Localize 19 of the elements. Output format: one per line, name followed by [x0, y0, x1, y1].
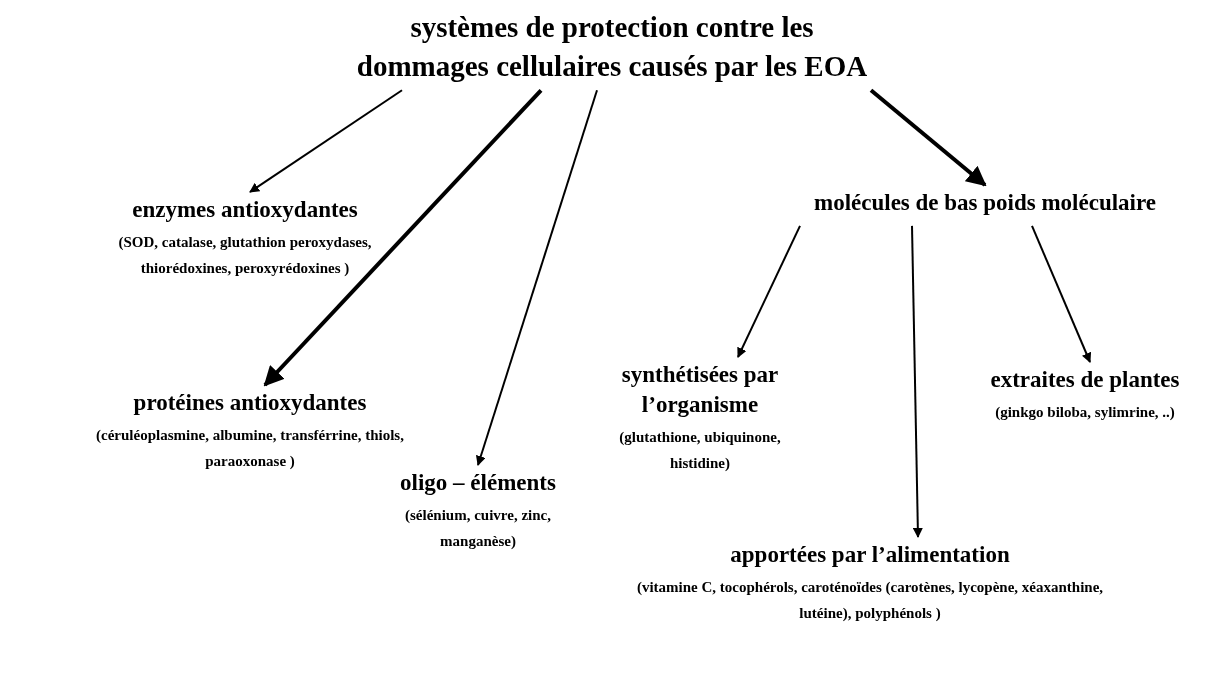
example-list: (ginkgo biloba, sylimrine, ..): [970, 398, 1200, 426]
root-concept-label: systèmes de protection contre les dommages cellulaires causés par les EOA: [355, 10, 869, 85]
arrow: [475, 89, 598, 466]
arrow: [869, 88, 987, 187]
arrow: [911, 224, 923, 538]
category-heading: apportées par l’alimentation: [729, 541, 1011, 569]
category-heading: molécules de bas poids moléculaire: [813, 189, 1157, 217]
category-heading: protéines antioxydantes: [132, 389, 368, 417]
arrow: [249, 89, 403, 193]
example-list: (SOD, catalase, glutathion peroxydases, thiorédoxines, peroxyrédoxines ): [80, 228, 410, 282]
example-list: (sélénium, cuivre, zinc, manganèse): [388, 501, 568, 555]
arrow: [1031, 224, 1092, 363]
arrow: [263, 88, 543, 387]
arrow: [737, 224, 801, 358]
example-list: (glutathione, ubiquinone, histidine): [605, 423, 795, 477]
category-heading: extraites de plantes: [989, 366, 1181, 394]
example-list: (vitamine C, tocophérols, caroténoïdes (carotènes, lycopène, xéaxanthine, lutéine), polyphénols ): [625, 573, 1115, 627]
category-heading: synthétisées par l’organisme: [620, 361, 780, 419]
category-heading: enzymes antioxydantes: [131, 196, 359, 224]
